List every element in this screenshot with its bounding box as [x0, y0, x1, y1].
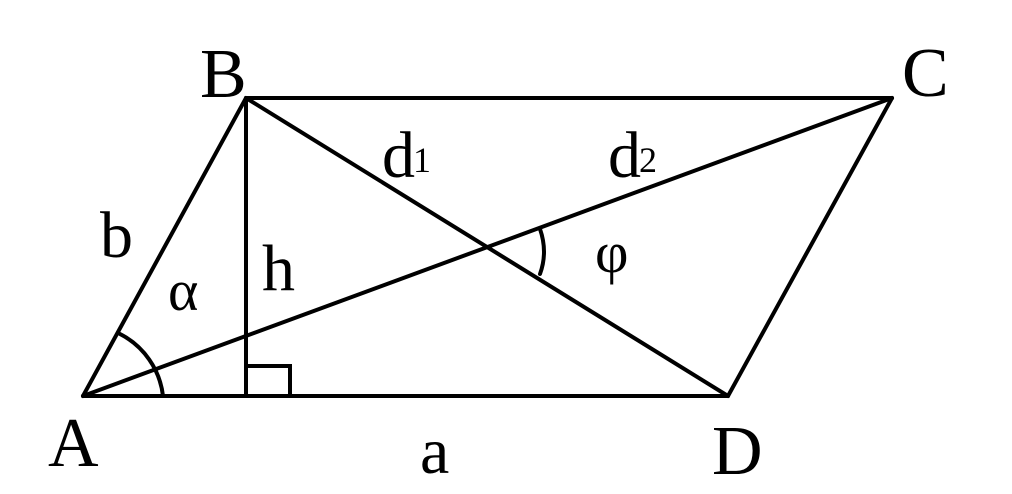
height-h-label: h: [262, 232, 295, 305]
side-b-label: b: [100, 199, 133, 272]
vertex-d-label: D: [712, 413, 763, 490]
right-angle-marker: [244, 364, 292, 398]
vertex-a-label: A: [48, 405, 99, 482]
side-ab: [81, 96, 248, 398]
vertex-c-label: C: [902, 35, 949, 112]
angle-alpha-label: α: [168, 258, 198, 323]
diagonal-d2-subscript: 2: [639, 140, 657, 180]
side-a-label: a: [420, 415, 449, 488]
vertex-b-label: B: [200, 36, 247, 113]
diagonal-d2-label: d2: [608, 119, 657, 192]
diagonal-d1-subscript: 1: [413, 140, 431, 180]
diagonal-d2-letter: d: [608, 119, 641, 192]
diagonal-ac: [81, 96, 894, 398]
angle-phi-label: φ: [595, 220, 628, 285]
diagonal-d1-letter: d: [382, 119, 415, 192]
angle-phi-arc: [538, 227, 546, 276]
diagonal-d1-label: d1: [382, 119, 431, 192]
side-cd: [726, 96, 894, 398]
angle-alpha-arc: [118, 332, 165, 398]
